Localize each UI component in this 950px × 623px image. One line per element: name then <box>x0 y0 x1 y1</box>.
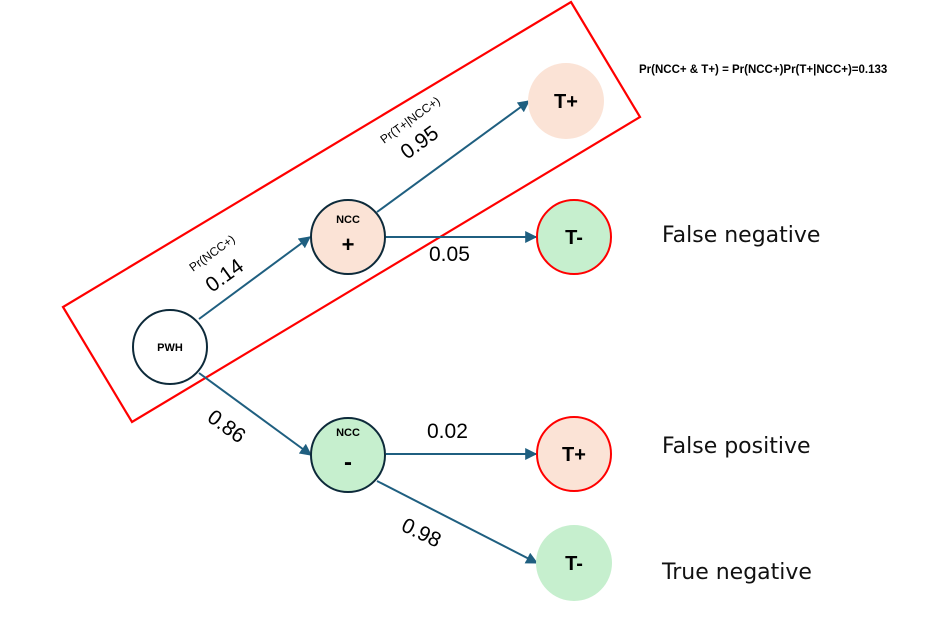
node-test-negative-1-label: T- <box>565 227 583 249</box>
edge-root-to-ncc-pos <box>198 236 311 320</box>
outcome-false-negative: False negative <box>662 223 821 248</box>
node-ncc-negative-title: NCC <box>336 427 360 439</box>
prob-root-to-ncc-neg: 0.86 <box>203 405 250 448</box>
edge-ncc-pos-to-t-pos <box>376 100 530 213</box>
joint-probability-formula: Pr(NCC+ & T+) = Pr(NCC+)Pr(T+|NCC+)=0.13… <box>639 64 888 76</box>
outcome-false-positive: False positive <box>662 434 811 459</box>
node-test-negative-2: T- <box>536 525 612 601</box>
node-ncc-negative-sign: - <box>344 449 352 476</box>
node-test-positive-1-label: T+ <box>554 91 578 113</box>
outcome-true-negative: True negative <box>662 560 812 585</box>
node-test-positive-1: T+ <box>528 63 604 139</box>
node-ncc-negative: NCC - <box>310 417 386 493</box>
node-test-negative-2-label: T- <box>565 553 583 575</box>
node-pwh: PWH <box>132 309 208 385</box>
prob-ncc-neg-to-t-pos: 0.02 <box>427 420 468 443</box>
prob-ncc-pos-to-t-neg: 0.05 <box>429 243 470 266</box>
edge-ncc-neg-to-t-neg <box>376 480 539 564</box>
node-test-positive-2: T+ <box>536 416 612 492</box>
node-ncc-positive: NCC + <box>310 199 386 275</box>
prob-ncc-neg-to-t-neg: 0.98 <box>398 514 445 553</box>
highlight-box <box>61 0 642 424</box>
node-pwh-label: PWH <box>157 342 183 354</box>
node-ncc-positive-title: NCC <box>336 214 360 226</box>
node-test-negative-1: T- <box>536 199 612 275</box>
edge-root-to-ncc-neg <box>198 372 312 456</box>
node-ncc-positive-sign: + <box>342 232 355 257</box>
node-test-positive-2-label: T+ <box>562 444 586 466</box>
